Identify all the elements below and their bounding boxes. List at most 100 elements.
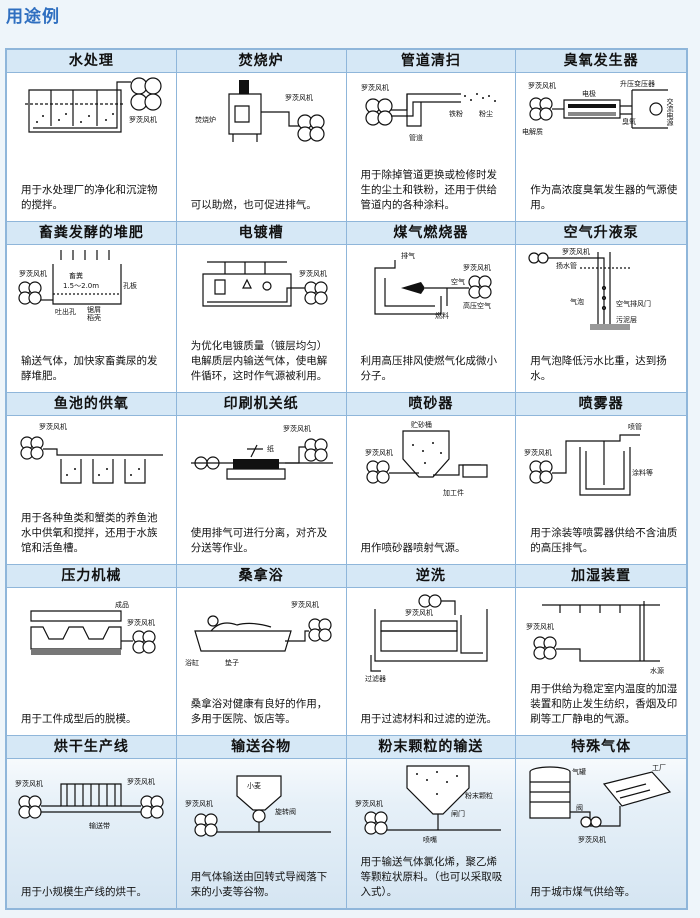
label: 燃料 bbox=[435, 311, 449, 320]
label: 畜粪 bbox=[69, 271, 83, 280]
backwash-diagram: 罗茨风机 过滤器 bbox=[365, 591, 511, 683]
cell-title: 烘干生产线 bbox=[7, 736, 176, 760]
incinerator-diagram: 罗茨风机 焚烧炉 bbox=[195, 80, 341, 174]
label: 输送带 bbox=[89, 821, 110, 830]
label: 成品 bbox=[115, 600, 129, 609]
label: 水源 bbox=[650, 666, 664, 675]
special-gas-diagram: 气罐 工厂 阀 罗茨风机 bbox=[520, 764, 680, 844]
cell-description: 用于工件成型后的脱模。 bbox=[21, 713, 137, 726]
drying-line-diagram: 罗茨风机 罗茨风机 输送带 bbox=[15, 777, 171, 830]
cell-title: 管道清扫 bbox=[346, 50, 516, 73]
cell-description: 输送气体，加快家畜粪尿的发酵堆肥。 bbox=[21, 355, 158, 383]
cell-title: 印刷机关纸 bbox=[176, 393, 346, 417]
label: 纸 bbox=[267, 444, 274, 453]
cell-description: 作为高浓度臭氧发生器的气源使用。 bbox=[530, 183, 678, 211]
compost-diagram: 畜粪 1.5～2.0m 罗茨风机 孔板 吐出孔 锯屑 稻壳 bbox=[11, 248, 137, 322]
label: 加工件 bbox=[443, 488, 464, 497]
cell-description: 用于城市煤气供给等。 bbox=[530, 886, 636, 898]
cell-title: 水处理 bbox=[7, 50, 176, 73]
label: 粉末颗粒 bbox=[465, 791, 493, 800]
label: 罗茨风机 bbox=[129, 115, 157, 124]
cell-description: 用于供给为稳定室内温度的加湿装置和防止发生纺织，香烟及印刷等工厂静电的气源。 bbox=[530, 683, 678, 726]
usage-cell-sprayer: 喷雾器 喷管 罗茨风机 涂料等 用于涂装等喷雾器供给不含油质的高压排气。 bbox=[516, 393, 686, 565]
printing-paper-diagram: 罗茨风机 纸 bbox=[181, 424, 341, 517]
sandblaster-diagram: 贮砂桶 罗茨风机 加工件 bbox=[365, 420, 511, 497]
label: 罗茨风机 bbox=[463, 263, 491, 272]
cell-description: 可以助燃，也可促进排气。 bbox=[190, 198, 317, 211]
cell-description: 用气泡降低污水比重，达到扬水。 bbox=[530, 355, 667, 383]
usage-cell-printing-paper: 印刷机关纸 罗茨风机 纸 使用排气可进行分离，对齐及分送等作业。 bbox=[176, 393, 347, 565]
label: 锯屑 bbox=[87, 305, 101, 314]
usage-cell-incinerator: 焚烧炉 罗茨风机 焚烧炉 可以助燃，也可促进排气。 bbox=[176, 50, 347, 222]
label: 臭氧 bbox=[622, 117, 636, 126]
cell-description: 用于小规模生产线的烘干。 bbox=[21, 886, 147, 898]
label: 罗茨风机 bbox=[39, 422, 67, 431]
cell-title: 畜粪发酵的堆肥 bbox=[7, 221, 176, 245]
pipe-cleaning-diagram: 罗茨风机 铁粉 粉尘 管道 bbox=[361, 83, 496, 142]
cell-description: 桑拿浴对健康有良好的作用，多用于医院、饭店等。 bbox=[190, 698, 328, 726]
label: 罗茨风机 bbox=[15, 779, 43, 788]
cell-description: 用于涂装等喷雾器供给不含油质的高压排气。 bbox=[530, 526, 678, 554]
usage-cell-electroplating: 电镀槽 罗茨风机 为优化电镀质量（镀层均匀）电解质层内输送气体，使电解件循环，这… bbox=[176, 221, 347, 394]
usage-cell-fish-pond: 鱼池的供氧 罗茨风机 用于各种鱼类和蟹类的养鱼池水中供氧和搅拌，还用于水族馆和活… bbox=[7, 393, 177, 565]
sprayer-diagram: 喷管 罗茨风机 涂料等 bbox=[524, 422, 653, 517]
cell-title: 压力机械 bbox=[7, 564, 176, 588]
powder-conveying-diagram: 粉末颗粒 闸门 罗茨风机 喷嘴 bbox=[355, 762, 511, 844]
label: 喷管 bbox=[628, 422, 642, 431]
label: 罗茨风机 bbox=[578, 835, 606, 844]
cell-title: 逆洗 bbox=[346, 564, 516, 588]
page-title: 用途例 bbox=[6, 7, 60, 27]
label: 小麦 bbox=[247, 781, 261, 790]
label: 1.5～2.0m bbox=[63, 282, 99, 290]
label: 罗茨风机 bbox=[285, 93, 313, 102]
label: 罗茨风机 bbox=[19, 269, 47, 278]
label: 孔板 bbox=[123, 281, 137, 290]
usage-cell-grain-conveying: 输送谷物 小麦 罗茨风机 旋转阀 用气体输送由回转式导阀落下来的小麦等谷物。 bbox=[176, 736, 347, 908]
usage-cell-gas-burner: 煤气燃烧器 排气 罗茨风机 空气 燃料 高压空气 利用高压排风使燃气化成微小分子… bbox=[346, 221, 517, 394]
label: 贮砂桶 bbox=[411, 420, 432, 429]
label: 稻壳 bbox=[87, 313, 101, 322]
label: 污泥层 bbox=[616, 316, 637, 324]
label: 罗茨风机 bbox=[361, 83, 389, 92]
cell-description: 使用排气可进行分离，对齐及分送等作业。 bbox=[190, 526, 328, 554]
press-machine-diagram: 成品 罗茨风机 bbox=[11, 600, 171, 655]
label: 罗茨风机 bbox=[562, 248, 590, 256]
usage-cell-sauna: 桑拿浴 罗茨风机 浴缸 垫子 桑拿浴对健康有良好的作用，多用于医院、饭店等。 bbox=[176, 564, 347, 737]
label: 旋转阀 bbox=[275, 807, 296, 816]
label: 罗茨风机 bbox=[355, 799, 383, 808]
label: 管道 bbox=[409, 133, 423, 142]
cell-title: 空气升液泵 bbox=[516, 221, 686, 245]
label: 罗茨风机 bbox=[299, 269, 327, 278]
label: 罗茨风机 bbox=[127, 618, 155, 627]
label: 垫子 bbox=[225, 658, 239, 667]
label: 吐出孔 bbox=[55, 307, 76, 316]
grain-conveying-diagram: 小麦 罗茨风机 旋转阀 bbox=[185, 762, 341, 860]
cell-description: 利用高压排风使燃气化成微小分子。 bbox=[360, 355, 498, 383]
label: 罗茨风机 bbox=[283, 424, 311, 433]
usage-cell-special-gas: 特殊气体 气罐 工厂 阀 罗茨风机 用于城市煤气供给等。 bbox=[516, 736, 686, 908]
cell-title: 臭氧发生器 bbox=[516, 50, 686, 73]
cell-description: 用气体输送由回转式导阀落下来的小麦等谷物。 bbox=[190, 871, 328, 898]
label: 工厂 bbox=[652, 764, 666, 772]
fish-pond-diagram: 罗茨风机 bbox=[11, 422, 171, 517]
cell-title: 电镀槽 bbox=[176, 221, 346, 245]
usage-cell-sandblaster: 喷砂器 贮砂桶 罗茨风机 加工件 用作喷砂器喷射气源。 bbox=[346, 393, 517, 565]
label: 罗茨风机 bbox=[185, 799, 213, 808]
electroplating-diagram: 罗茨风机 bbox=[181, 248, 341, 346]
gas-burner-diagram: 排气 罗茨风机 空气 燃料 高压空气 bbox=[351, 251, 511, 320]
label: 扬水管 bbox=[556, 261, 577, 270]
label: 罗茨风机 bbox=[291, 600, 319, 609]
label: 高压空气 bbox=[463, 301, 491, 310]
label: 电解质 bbox=[522, 127, 543, 136]
cell-title: 输送谷物 bbox=[176, 736, 346, 760]
usage-cell-humidifier: 加湿装置 罗茨风机 水源 用于供给为稳定室内温度的加湿装置和防止发生纺织，香烟及… bbox=[516, 564, 686, 737]
cell-title: 焚烧炉 bbox=[176, 50, 346, 73]
cell-description: 用于水处理厂的净化和沉淀物的搅拌。 bbox=[21, 183, 158, 211]
cell-description: 用于除掉管道更换或检修时发生的尘土和铁粉，还用于供给管道内的各种涂料。 bbox=[360, 168, 498, 211]
label: 浴缸 bbox=[185, 658, 199, 667]
ozone-generator-diagram: 电极 罗茨风机 升压变压器 臭氧 电解质 交流电源 bbox=[522, 79, 674, 136]
usage-cell-air-lift-pump: 空气升液泵 罗茨风机 扬水管 气泡 空气排风门 污泥层 用气泡降低污水比重，达到… bbox=[516, 221, 686, 394]
usage-cell-drying-line: 烘干生产线 罗茨风机 罗茨风机 输送带 用于小规模生产线的烘干。 bbox=[7, 736, 177, 908]
label: 罗茨风机 bbox=[528, 81, 556, 90]
label: 罗茨风机 bbox=[405, 608, 433, 617]
